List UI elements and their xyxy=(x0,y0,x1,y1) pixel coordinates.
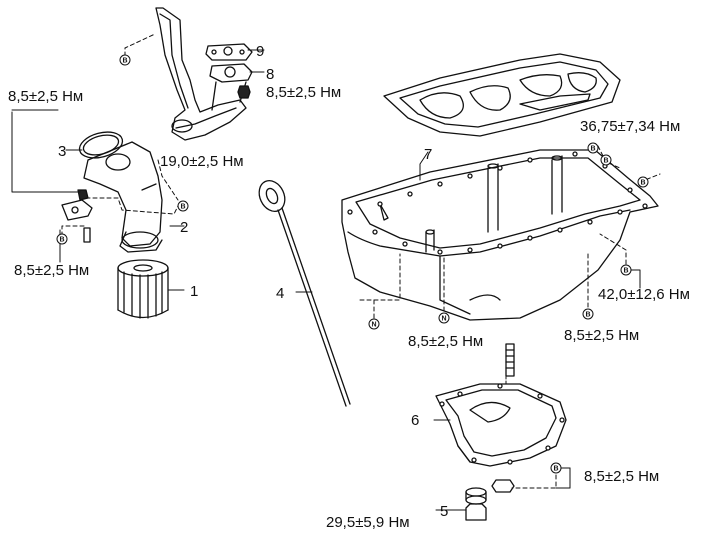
pan-bolt-holes xyxy=(347,151,648,255)
part-number-1: 1 xyxy=(190,283,198,300)
marker-b-icon: B xyxy=(119,54,131,66)
oil-pan-gasket xyxy=(383,53,621,137)
svg-text:B: B xyxy=(623,268,628,275)
svg-text:B: B xyxy=(180,204,185,211)
lower-pan-bolt-holes xyxy=(439,383,565,465)
part-number-7: 7 xyxy=(424,146,432,163)
marker-n-icon: N xyxy=(438,312,450,324)
stud-bolt xyxy=(505,343,515,377)
filter-adapter-2 xyxy=(83,141,163,253)
torque-label: 42,0±12,6 Нм xyxy=(598,286,690,303)
svg-text:N: N xyxy=(441,316,446,323)
torque-label: 29,5±5,9 Нм xyxy=(326,514,410,531)
svg-text:B: B xyxy=(59,237,64,244)
marker-b-icon: B xyxy=(600,154,612,166)
svg-text:B: B xyxy=(553,466,558,473)
oil-strainer-pipe xyxy=(155,7,247,141)
bolt-markers: B B B B B B B B B N N xyxy=(56,54,649,474)
svg-text:N: N xyxy=(371,322,376,329)
part-number-9: 9 xyxy=(256,43,264,60)
torque-label: 8,5±2,5 Нм xyxy=(584,468,659,485)
part-number-8: 8 xyxy=(266,66,274,83)
part-number-2: 2 xyxy=(180,219,188,236)
oil-filter-1 xyxy=(117,259,169,319)
torque-label: 8,5±2,5 Нм xyxy=(408,333,483,350)
nut-icon xyxy=(237,85,251,99)
torque-label: 19,0±2,5 Нм xyxy=(160,153,244,170)
marker-b-icon: B xyxy=(550,462,562,474)
dipstick-4 xyxy=(258,179,351,407)
marker-n-icon: N xyxy=(368,318,380,330)
bracket-left xyxy=(61,189,93,243)
part-number-3: 3 xyxy=(58,143,66,160)
drain-plug-5 xyxy=(465,487,487,521)
torque-label: 8,5±2,5 Нм xyxy=(14,262,89,279)
marker-b-icon: B xyxy=(587,142,599,154)
torque-label: 8,5±2,5 Нм xyxy=(8,88,83,105)
torque-labels: 8,5±2,5 Нм 8,5±2,5 Нм 19,0±2,5 Нм 8,5±2,… xyxy=(8,84,690,531)
svg-text:B: B xyxy=(122,58,127,65)
marker-b-icon: B xyxy=(177,200,189,212)
marker-b-icon: B xyxy=(582,308,594,320)
part-number-5: 5 xyxy=(440,503,448,520)
leader-lines xyxy=(11,33,661,511)
oil-pan-7 xyxy=(341,149,659,321)
gasket-9 xyxy=(205,43,253,61)
part-number-6: 6 xyxy=(411,412,419,429)
svg-text:B: B xyxy=(585,312,590,319)
svg-text:B: B xyxy=(640,180,645,187)
lower-oil-pan-6 xyxy=(435,383,567,467)
torque-label: 8,5±2,5 Нм xyxy=(266,84,341,101)
torque-label: 36,75±7,34 Нм xyxy=(580,118,680,135)
svg-text:B: B xyxy=(590,146,595,153)
marker-b-icon: B xyxy=(620,264,632,276)
torque-label: 8,5±2,5 Нм xyxy=(564,327,639,344)
marker-b-icon: B xyxy=(56,233,68,245)
svg-text:B: B xyxy=(603,158,608,165)
marker-b-icon: B xyxy=(637,176,649,188)
part-number-4: 4 xyxy=(276,285,284,302)
o-ring-3 xyxy=(78,131,124,159)
part-numbers: 1 2 3 4 5 6 7 8 9 xyxy=(58,43,448,520)
nut-icon xyxy=(491,479,515,493)
